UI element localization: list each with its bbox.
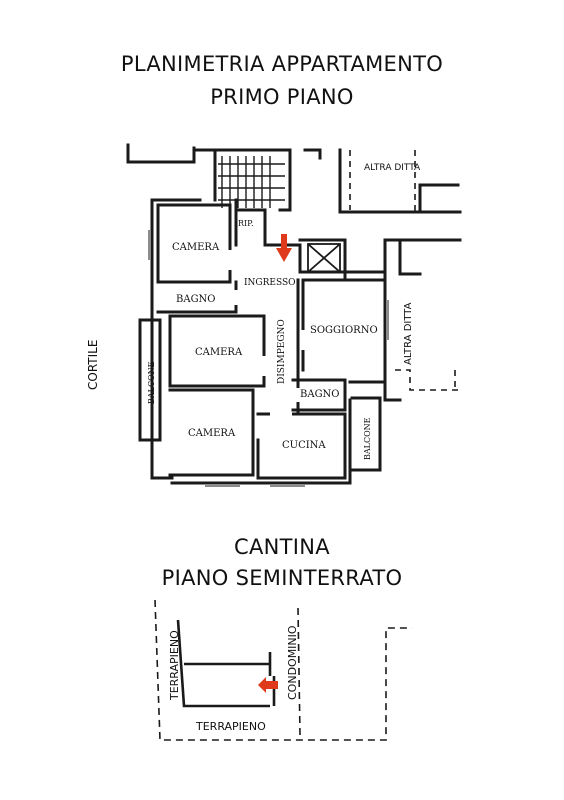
label-terrapieno-bottom: TERRAPIENO (195, 720, 266, 733)
label-altra-ditta-side: ALTRA DITTA (403, 302, 414, 365)
cellar-entrance-arrow (258, 677, 278, 693)
label-cucina: CUCINA (282, 440, 326, 451)
apartment-walls (126, 143, 462, 485)
label-ripostiglio: RIP. (238, 219, 254, 228)
door-openings (227, 250, 306, 417)
cellar-subtitle: PIANO SEMINTERRATO (161, 566, 403, 590)
property-boundary-dashed (349, 150, 458, 391)
staircase (218, 156, 285, 208)
floor-plan-title: PLANIMETRIA APPARTAMENTO (120, 52, 444, 76)
label-bagno-1: BAGNO (176, 294, 216, 305)
entrance-arrow (276, 234, 292, 262)
windows (148, 230, 389, 487)
label-camera-1: CAMERA (172, 242, 220, 253)
label-soggiorno: SOGGIORNO (310, 325, 378, 336)
label-altra-ditta-top: ALTRA DITTA (364, 163, 421, 173)
label-camera-2: CAMERA (195, 347, 243, 358)
label-bagno-2: BAGNO (300, 389, 340, 400)
elevator-shaft (307, 243, 341, 273)
label-disimpegno: DISIMPEGNO (277, 319, 287, 384)
label-camera-3: CAMERA (188, 428, 236, 439)
cellar-title: CANTINA (234, 535, 330, 559)
label-balcone-left: BALCONE (147, 361, 156, 404)
cellar-walls (176, 619, 276, 708)
floor-plan-subtitle: PRIMO PIANO (210, 85, 354, 109)
label-ingresso: INGRESSO (244, 278, 296, 288)
label-cortile: CORTILE (86, 340, 100, 390)
label-terrapieno-left: TERRAPIENO (168, 630, 181, 701)
cellar-dashed-boundary (154, 599, 412, 741)
label-condominio: CONDOMINIO (286, 625, 299, 700)
label-balcone-right: BALCONE (363, 417, 372, 460)
